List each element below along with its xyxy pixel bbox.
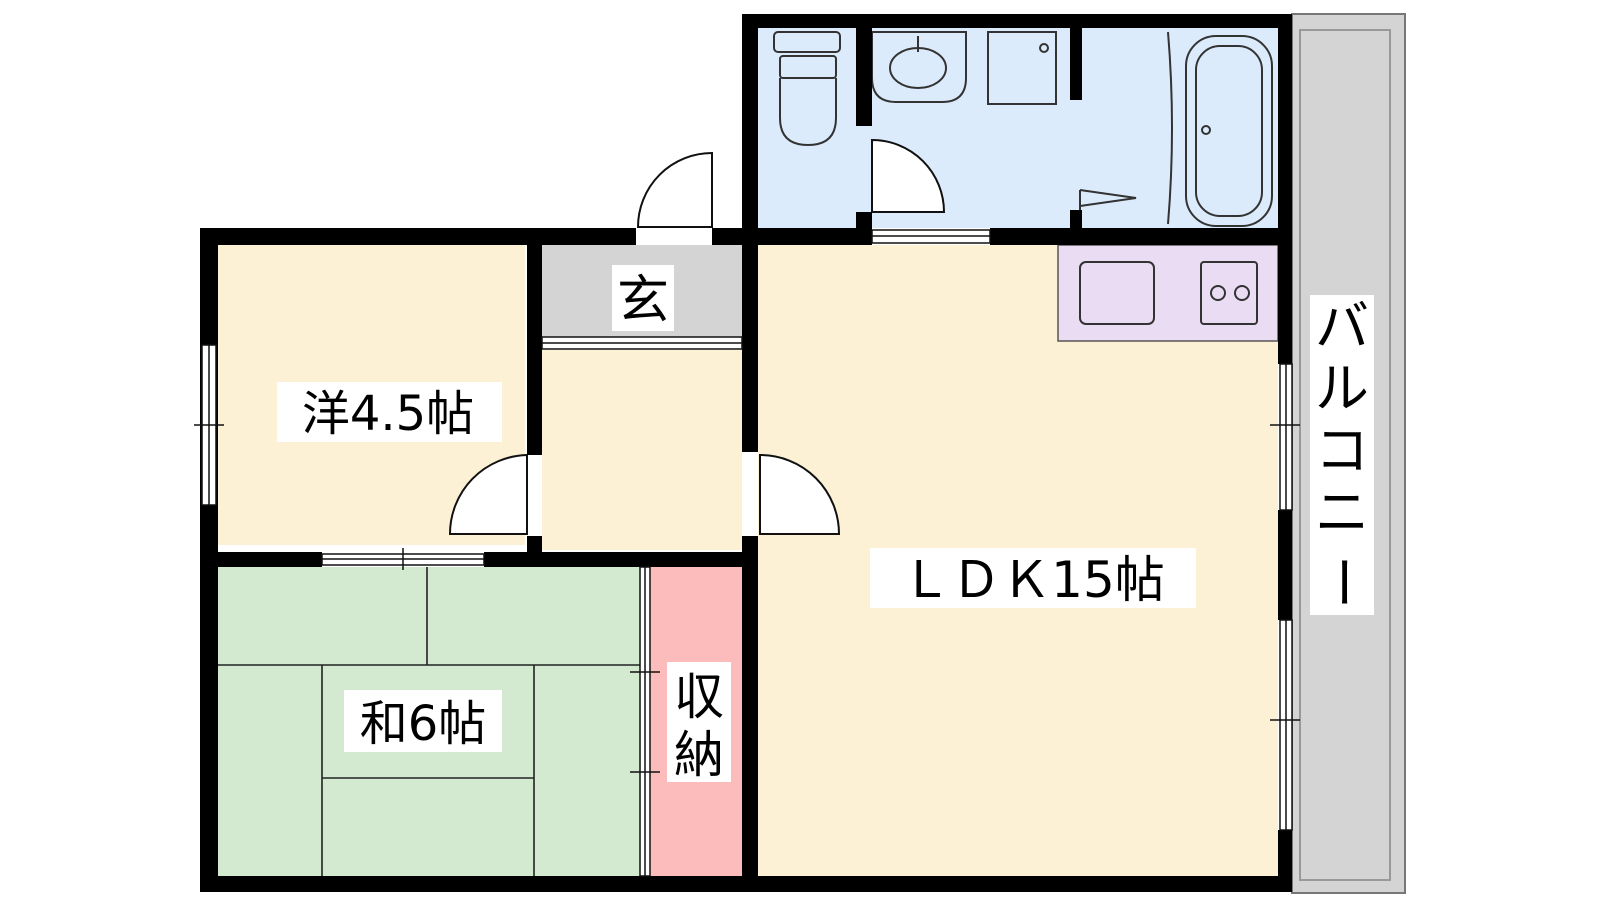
western-room-label: 洋4.5帖 <box>302 386 474 442</box>
balcony-char: コ <box>1315 419 1369 482</box>
balcony-char: ー <box>1311 555 1374 609</box>
entrance-label: 玄 <box>617 271 669 331</box>
hall-floor <box>542 350 742 550</box>
front-door-swing <box>636 151 713 228</box>
door-swings <box>448 138 946 535</box>
ldk-label: ＬＤＫ15帖 <box>901 551 1165 609</box>
balcony-char: ニ <box>1315 481 1369 544</box>
western-door-swing <box>448 453 528 535</box>
washing-machine-pan-icon <box>987 31 1057 105</box>
room-labels: 洋4.5帖 玄 ＬＤＫ15帖 和6帖 収 納 バ ル コ ニ ー <box>277 265 1374 784</box>
ldk-door-swing <box>759 453 841 535</box>
window-ticks <box>194 424 1300 773</box>
toilet-icon <box>773 31 841 147</box>
walls <box>200 14 1292 892</box>
washroom-door-swing <box>871 138 946 213</box>
balcony-char: バ <box>1315 295 1369 358</box>
sink-icon <box>1079 261 1155 325</box>
washbasin-icon <box>871 31 967 103</box>
japanese-room-label: 和6帖 <box>360 696 487 752</box>
storage-label-top: 収 <box>674 668 724 726</box>
wet-area-floor <box>758 28 1278 228</box>
bathtub-icon <box>1167 31 1273 227</box>
storage-label-bottom: 納 <box>674 726 724 784</box>
bath-door-icon <box>1079 189 1137 210</box>
balcony-char: ル <box>1315 357 1369 420</box>
kitchen-counter <box>1057 244 1279 342</box>
stove-icon <box>1200 261 1258 325</box>
tatami-mats <box>218 567 648 876</box>
